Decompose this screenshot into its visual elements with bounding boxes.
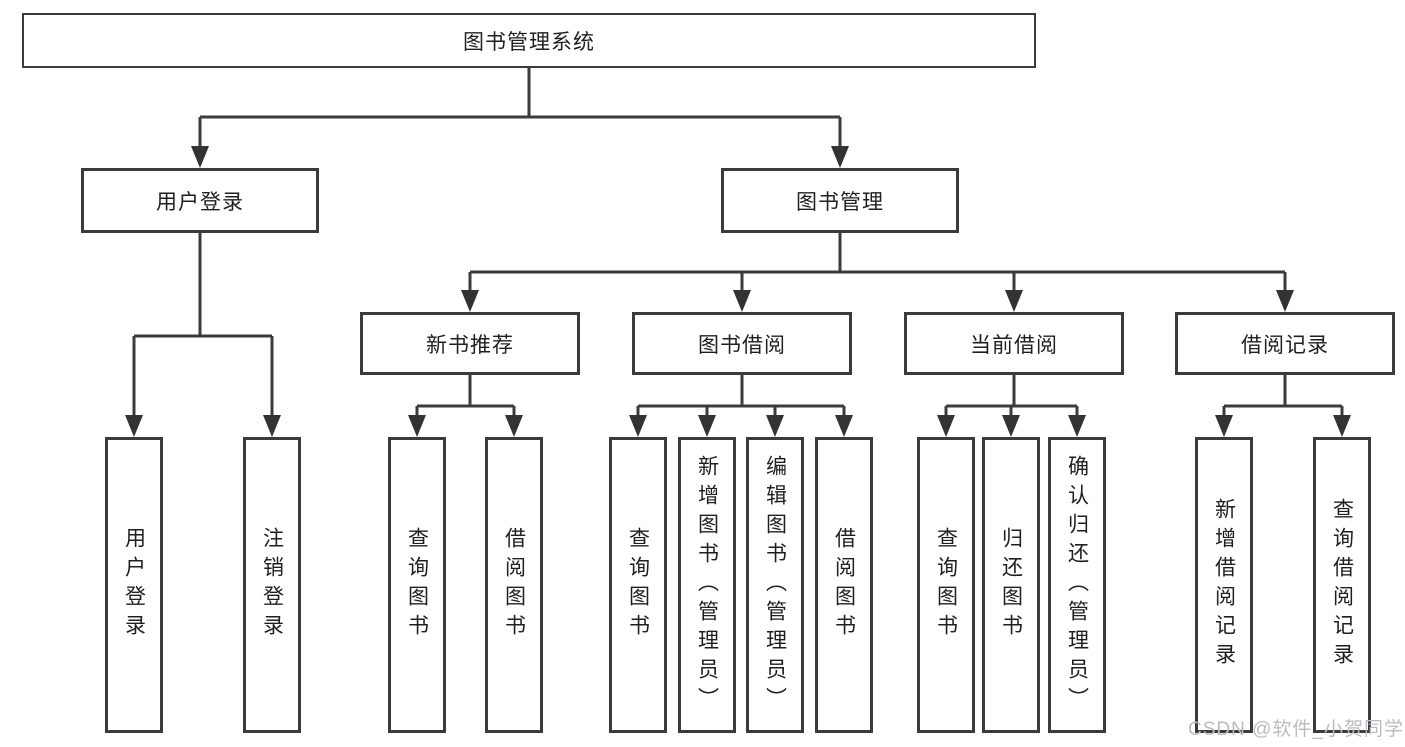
arrowhead-icon	[629, 415, 647, 437]
arrowhead-icon	[733, 290, 751, 312]
connector-new-book-rec-to-leaves	[408, 375, 523, 437]
node-leaf-add-book: 新增图书（管理员）	[678, 437, 736, 733]
node-book-borrow-label: 图书借阅	[698, 333, 786, 357]
arrowhead-icon	[125, 415, 143, 437]
node-leaf-return-book: 归还图书	[982, 437, 1040, 733]
connector-borrow-record-to-leaves	[1215, 375, 1351, 437]
node-leaf-confirm-return-label: 确认归还（管理员）	[1065, 454, 1089, 716]
node-book-mgmt: 图书管理	[721, 168, 959, 233]
node-leaf-query-book-a-label: 查询图书	[405, 527, 429, 643]
connector-book-mgmt-to-level3	[461, 233, 1294, 312]
arrowhead-icon	[1068, 415, 1086, 437]
connector-root-to-level2	[191, 68, 849, 168]
node-leaf-user-login-label: 用户登录	[122, 527, 146, 643]
node-new-book-rec-label: 新书推荐	[426, 333, 514, 357]
node-leaf-query-book-c-label: 查询图书	[934, 527, 958, 643]
arrowhead-icon	[937, 415, 955, 437]
arrowhead-icon	[831, 146, 849, 168]
node-book-borrow: 图书借阅	[632, 312, 852, 375]
node-root: 图书管理系统	[22, 13, 1036, 68]
node-leaf-query-borrow-record-label: 查询借阅记录	[1330, 498, 1354, 672]
node-leaf-user-login: 用户登录	[105, 437, 163, 733]
node-leaf-borrow-book-a-label: 借阅图书	[502, 527, 526, 643]
node-current-borrow: 当前借阅	[904, 312, 1124, 375]
arrowhead-icon	[1005, 290, 1023, 312]
arrowhead-icon	[1002, 415, 1020, 437]
arrowhead-icon	[698, 415, 716, 437]
arrowhead-icon	[766, 415, 784, 437]
arrowhead-icon	[191, 146, 209, 168]
node-leaf-confirm-return: 确认归还（管理员）	[1048, 437, 1106, 733]
node-leaf-add-borrow-record-label: 新增借阅记录	[1212, 498, 1236, 672]
node-root-label: 图书管理系统	[463, 30, 595, 54]
node-leaf-query-book-a: 查询图书	[388, 437, 446, 733]
node-user-login: 用户登录	[81, 168, 319, 233]
node-leaf-logout-label: 注销登录	[260, 527, 284, 643]
arrowhead-icon	[505, 415, 523, 437]
node-new-book-rec: 新书推荐	[360, 312, 580, 375]
arrowhead-icon	[835, 415, 853, 437]
connector-user-login-to-leaves	[125, 233, 281, 437]
node-leaf-query-book-b: 查询图书	[609, 437, 667, 733]
node-book-mgmt-label: 图书管理	[796, 190, 884, 214]
node-borrow-record: 借阅记录	[1175, 312, 1395, 375]
node-current-borrow-label: 当前借阅	[970, 333, 1058, 357]
node-leaf-borrow-book-b-label: 借阅图书	[832, 527, 856, 643]
arrowhead-icon	[263, 415, 281, 437]
node-borrow-record-label: 借阅记录	[1241, 333, 1329, 357]
arrowhead-icon	[1215, 415, 1233, 437]
arrowhead-icon	[461, 290, 479, 312]
node-leaf-query-borrow-record: 查询借阅记录	[1313, 437, 1371, 733]
connector-book-borrow-to-leaves	[629, 375, 853, 437]
arrowhead-icon	[1276, 290, 1294, 312]
node-leaf-borrow-book-a: 借阅图书	[485, 437, 543, 733]
arrowhead-icon	[1333, 415, 1351, 437]
arrowhead-icon	[408, 415, 426, 437]
node-leaf-query-book-b-label: 查询图书	[626, 527, 650, 643]
node-leaf-add-borrow-record: 新增借阅记录	[1195, 437, 1253, 733]
node-leaf-return-book-label: 归还图书	[999, 527, 1023, 643]
node-leaf-edit-book: 编辑图书（管理员）	[746, 437, 804, 733]
node-leaf-logout: 注销登录	[243, 437, 301, 733]
node-leaf-edit-book-label: 编辑图书（管理员）	[763, 454, 787, 716]
node-user-login-label: 用户登录	[156, 190, 244, 214]
connector-current-borrow-to-leaves	[937, 375, 1086, 437]
node-leaf-add-book-label: 新增图书（管理员）	[695, 454, 719, 716]
node-leaf-borrow-book-b: 借阅图书	[815, 437, 873, 733]
watermark: CSDN @软件_小贺同学	[1188, 719, 1404, 740]
node-leaf-query-book-c: 查询图书	[917, 437, 975, 733]
